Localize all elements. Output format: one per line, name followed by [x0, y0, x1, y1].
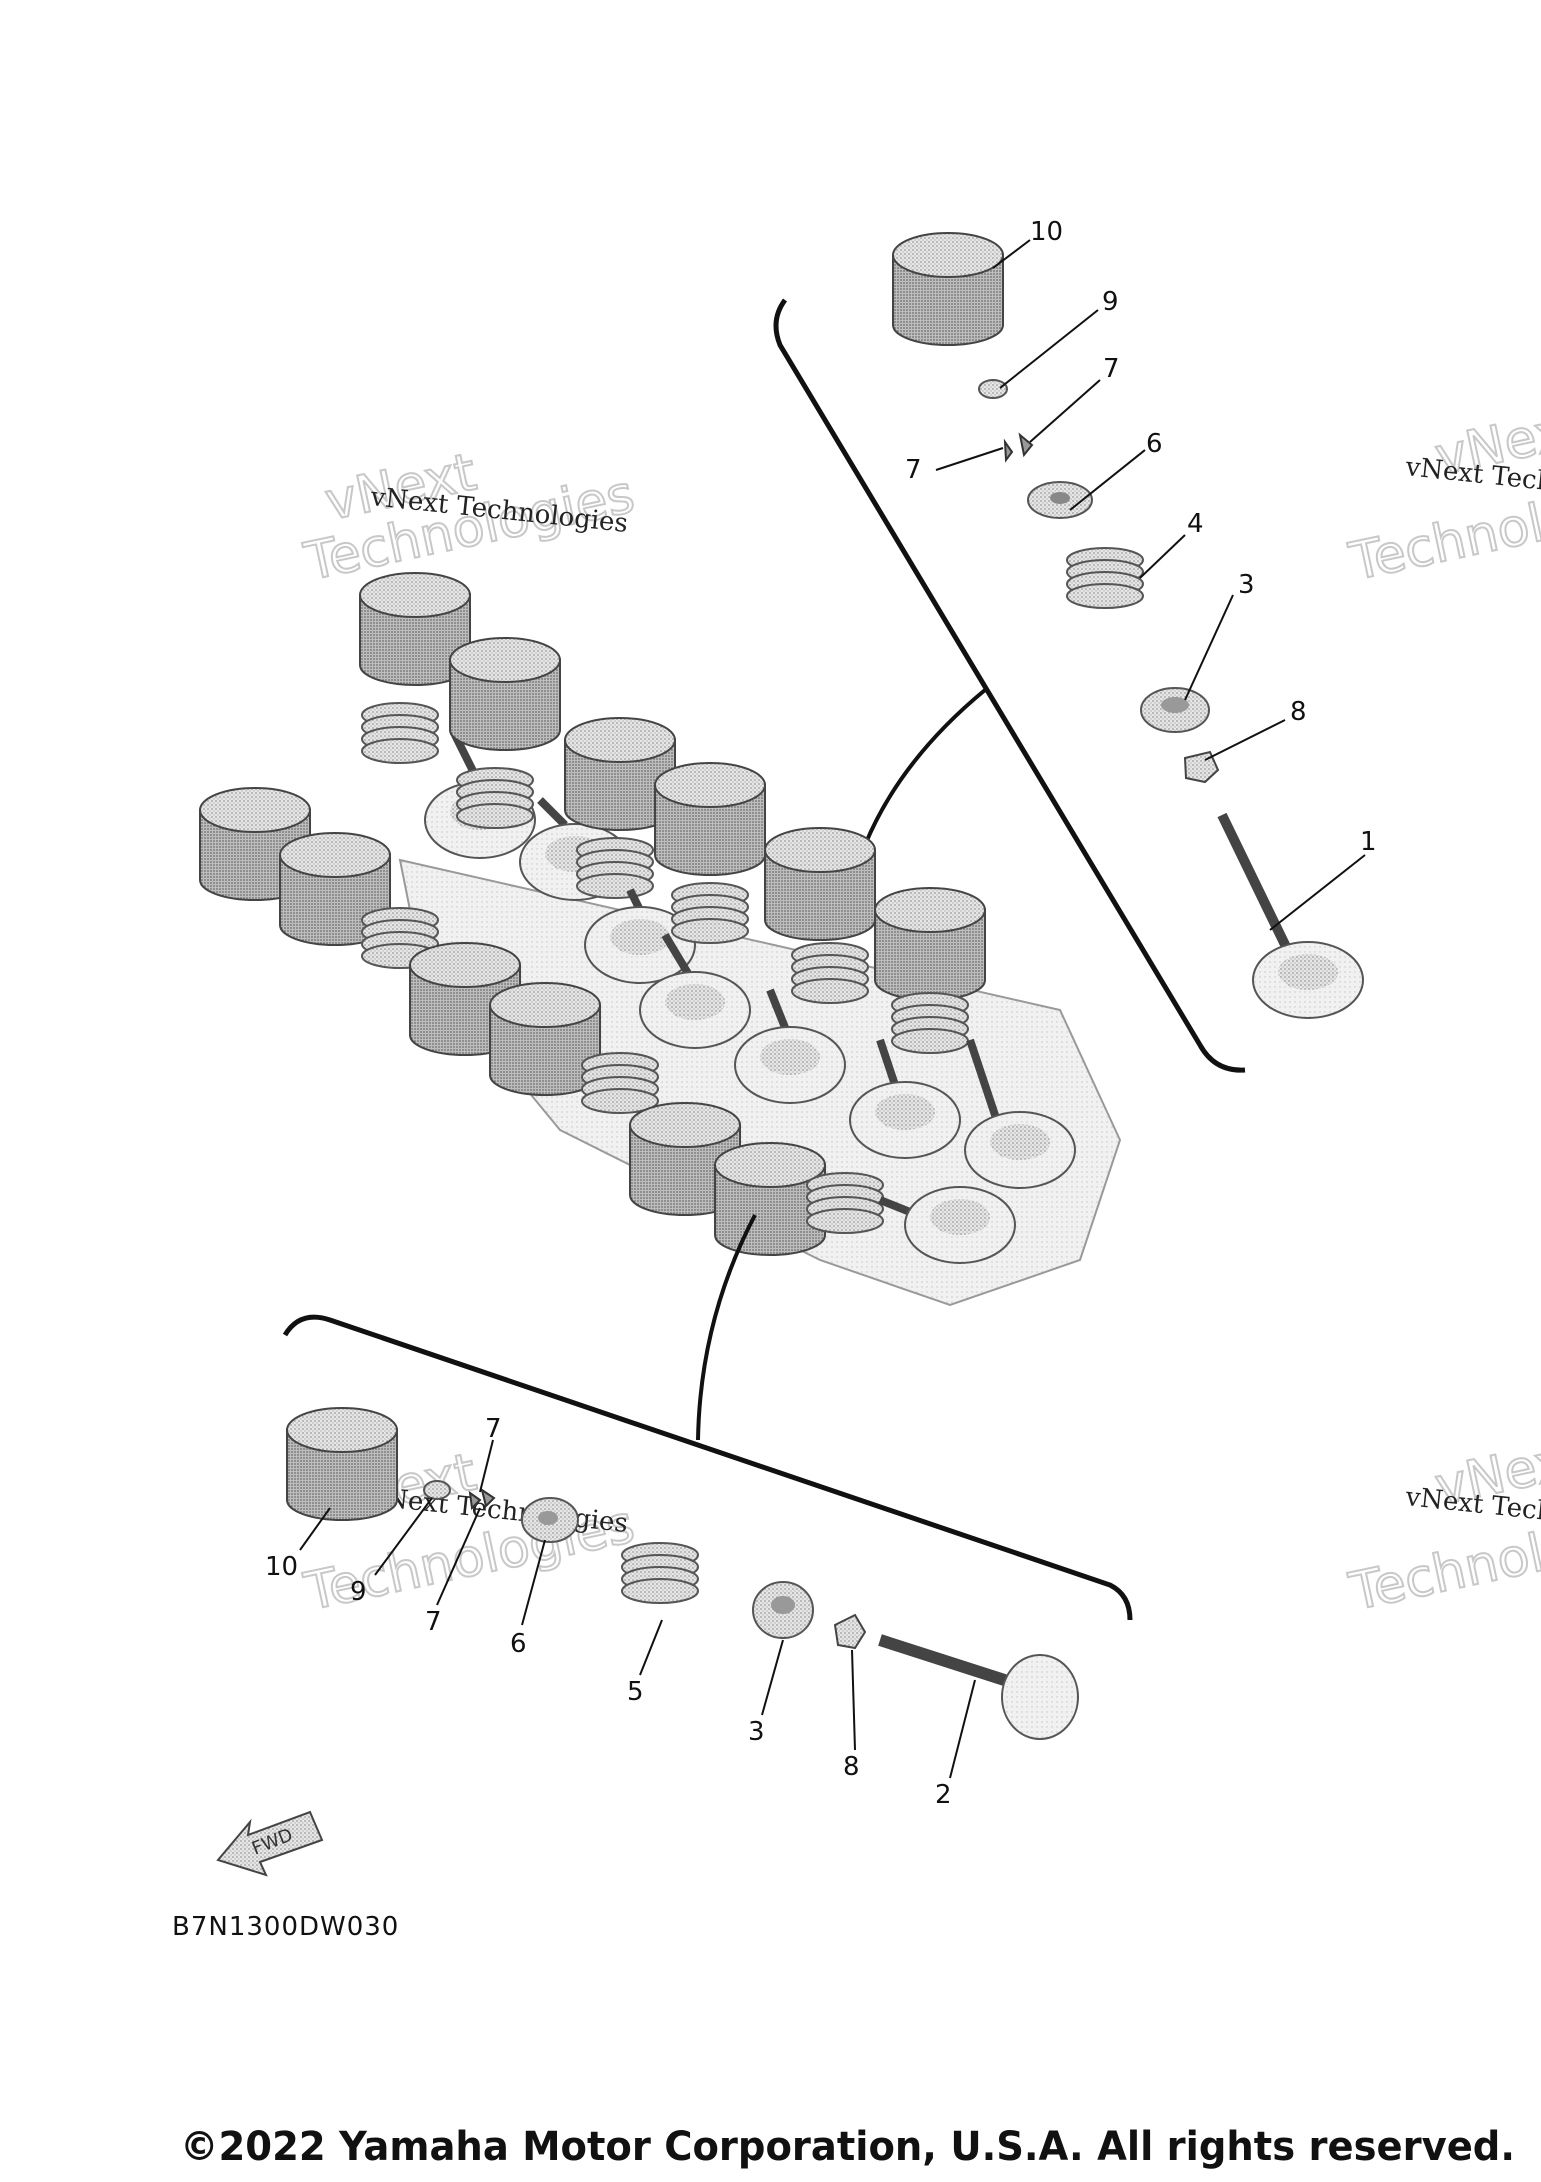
lower-part-9-shim — [423, 1480, 451, 1500]
lower-callout-2: 2 — [935, 1780, 952, 1810]
lower-part-5-spring — [621, 1542, 699, 1604]
lower-part-3-seat — [752, 1581, 814, 1639]
watermark-upper-left: vNext Technologies vNext Technologies — [298, 441, 640, 593]
upper-part-4-spring — [1066, 547, 1144, 609]
lower-callout-leaders — [299, 1439, 976, 1779]
upper-part-8-seal — [1183, 750, 1220, 784]
upper-callouts: 10 9 7 7 6 4 3 8 1 — [905, 217, 1377, 857]
upper-callout-7a: 7 — [1103, 354, 1120, 384]
lower-callout-8: 8 — [843, 1752, 860, 1782]
lower-callout-7: 7 — [485, 1414, 502, 1444]
copyright-text: ©2022 Yamaha Motor Corporation, U.S.A. A… — [180, 2124, 1515, 2170]
lower-callouts: 7 10 9 7 6 5 3 8 2 — [265, 1414, 952, 1810]
lower-callout-10: 10 — [265, 1552, 298, 1582]
upper-part-1-intake-valve — [1217, 812, 1364, 1019]
upper-part-6-retainer — [1027, 481, 1093, 519]
upper-callout-leaders — [935, 239, 1366, 931]
cylinder-head-assembly — [199, 572, 1122, 1307]
lower-callout-6: 6 — [510, 1629, 527, 1659]
upper-callout-9: 9 — [1102, 287, 1119, 317]
upper-callout-6: 6 — [1146, 429, 1163, 459]
lower-callout-7b: 7 — [425, 1607, 442, 1637]
lower-callout-5: 5 — [627, 1677, 644, 1707]
upper-callout-3: 3 — [1238, 570, 1255, 600]
upper-part-9-shim — [978, 379, 1008, 399]
watermark-lower-right: vNext Technologies vNext Technologies — [1343, 1426, 1541, 1623]
upper-bracket-leader — [863, 688, 987, 846]
lower-callout-9: 9 — [350, 1577, 367, 1607]
lower-part-10-tappet — [286, 1407, 398, 1521]
fwd-arrow-icon: FWD — [216, 1810, 324, 1877]
lower-part-7-cotters — [468, 1487, 496, 1511]
upper-callout-7b: 7 — [905, 455, 922, 485]
lower-bracket — [282, 1314, 1133, 1621]
lower-bracket-leader — [696, 1214, 757, 1441]
watermark-upper-right: vNext Technologies vNext Technologies — [1343, 396, 1541, 593]
upper-part-7-cotters — [1003, 432, 1034, 463]
upper-callout-4: 4 — [1187, 509, 1204, 539]
lower-callout-3: 3 — [748, 1717, 765, 1747]
lower-part-6-retainer — [521, 1497, 579, 1543]
lower-part-2-exhaust-valve — [878, 1634, 1079, 1740]
upper-part-10-tappet — [892, 232, 1004, 346]
upper-callout-8: 8 — [1290, 697, 1307, 727]
upper-callout-1: 1 — [1360, 827, 1377, 857]
diagram-code: B7N1300DW030 — [172, 1912, 399, 1942]
upper-callout-10: 10 — [1030, 217, 1063, 247]
upper-part-3-seat — [1140, 687, 1210, 733]
upper-bracket — [773, 298, 1246, 1073]
lower-part-8-seal — [833, 1613, 867, 1650]
